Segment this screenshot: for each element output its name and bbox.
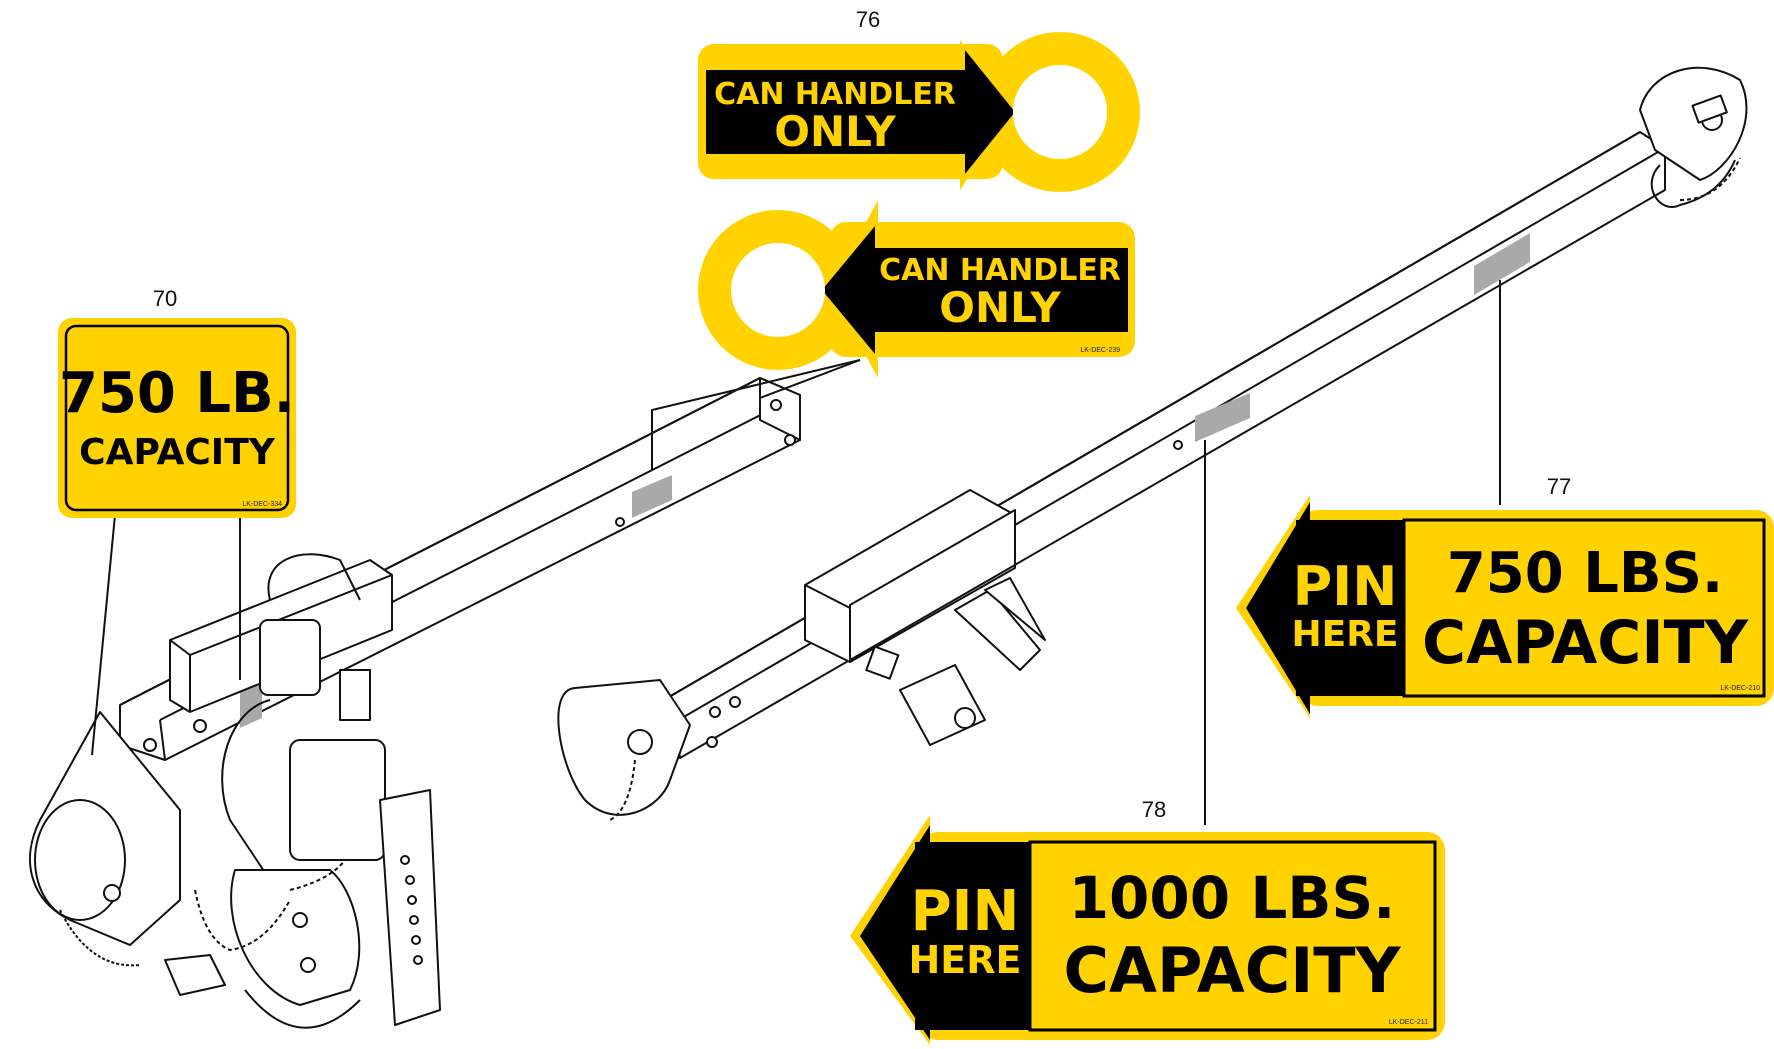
mount-plate — [379, 789, 441, 1026]
decal-77-part-no: LK-DEC-210 — [1720, 685, 1760, 692]
decal-76-right-arrow: CAN HANDLER ONLY — [698, 32, 1140, 192]
decal-78-cap2: CAPACITY — [1064, 934, 1402, 1007]
decal-76b-part-no: LK-DEC-239 — [1080, 347, 1120, 354]
decal-77-cap2: CAPACITY — [1422, 608, 1750, 678]
decal-76b-black-arrow — [822, 226, 1128, 354]
decal-76b-line2: ONLY — [939, 283, 1061, 332]
decal-76-black-arrow — [706, 50, 1015, 174]
callout-77: 77 — [1547, 474, 1571, 499]
winch-housing — [289, 739, 386, 861]
right-boom-left-pulley — [557, 679, 691, 816]
decal-76-left-arrow: CAN HANDLER ONLY LK-DEC-239 — [698, 200, 1135, 378]
decal-77-pin: PIN — [1293, 555, 1398, 618]
leader-lines — [91, 280, 1501, 825]
decal-70-line2: CAPACITY — [79, 432, 276, 473]
decal-76-line1: CAN HANDLER — [714, 77, 956, 112]
decal-78: PIN HERE 1000 LBS. CAPACITY LK-DEC-211 — [850, 815, 1445, 1045]
right-boom-assembly — [557, 66, 1748, 821]
decal-77-here: HERE — [1291, 614, 1398, 655]
decal-78-here: HERE — [909, 938, 1022, 982]
decal-77-cap1: 750 LBS. — [1447, 541, 1723, 606]
callout-78: 78 — [1142, 797, 1166, 822]
left-pulley — [29, 711, 181, 946]
decal-76-line2: ONLY — [774, 107, 896, 156]
label-patch — [632, 475, 672, 518]
decal-70: 750 LB. CAPACITY LK-DEC-334 — [58, 318, 296, 518]
callout-70: 70 — [153, 286, 177, 311]
decal-77: PIN HERE 750 LBS. CAPACITY LK-DEC-210 — [1236, 495, 1774, 718]
left-boom-assembly — [29, 377, 801, 1029]
decal-78-pin: PIN — [911, 879, 1020, 944]
label-patch — [1474, 233, 1530, 295]
decal-70-line1: 750 LB. — [59, 361, 295, 426]
decal-78-cap1: 1000 LBS. — [1069, 864, 1396, 932]
decal-78-part-no: LK-DEC-211 — [1389, 1019, 1428, 1026]
label-patch — [1195, 393, 1250, 442]
decal-70-part-no: LK-DEC-334 — [242, 501, 282, 508]
callout-76: 76 — [856, 7, 880, 32]
decal-76b-line1: CAN HANDLER — [879, 253, 1121, 288]
